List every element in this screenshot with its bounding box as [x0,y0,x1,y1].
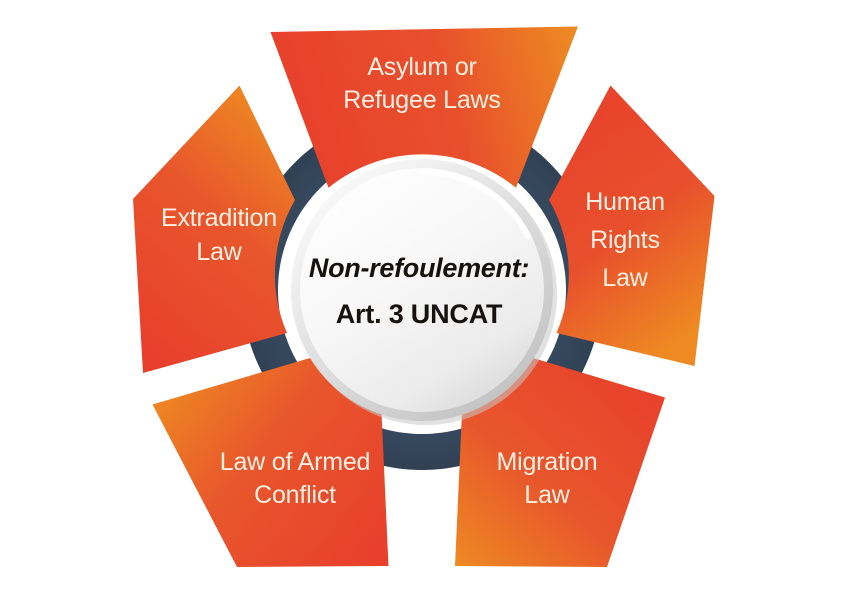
segment-asylum-or-refugee-laws[interactable]: Asylum or Refugee Laws [270,26,579,188]
segment-label-human-line-1: Human [585,188,665,216]
segment-label-armed-line-2: Conflict [254,481,336,509]
center-label-line-2: Art. 3 UNCAT [336,299,503,329]
segment-label-asylum-line-1: Asylum or [367,53,476,81]
segment-human-rights-law[interactable]: Human Rights Law [549,85,715,367]
segment-label-asylum-line-2: Refugee Laws [343,86,500,114]
segment-label-migration-line-2: Law [524,481,570,509]
segment-migration-law[interactable]: Migration Law [455,358,665,567]
segment-law-of-armed-conflict[interactable]: Law of Armed Conflict [152,358,389,567]
segment-label-extradition-line-2: Law [196,238,242,266]
center-hub[interactable]: Non-refoulement: Art. 3 UNCAT [291,159,557,425]
segment-label-human-line-3: Law [602,264,648,292]
segment-label-extradition-line-1: Extradition [161,204,277,232]
center-label-line-1: Non-refoulement: [309,253,529,283]
segment-label-human-line-2: Rights [590,226,660,254]
segment-label-armed-line-1: Law of Armed [220,448,370,476]
segment-label-migration-line-1: Migration [496,448,597,476]
segment-extradition-law[interactable]: Extradition Law [133,85,295,374]
